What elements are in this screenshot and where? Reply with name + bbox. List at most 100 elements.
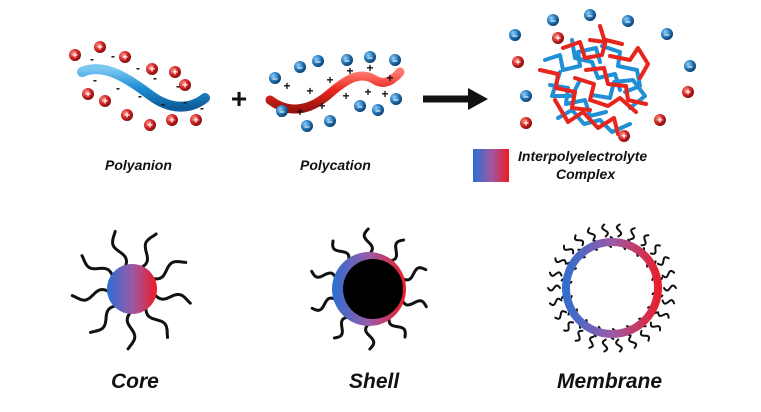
positive-ion-icon: + xyxy=(144,119,156,132)
positive-ion-icon: + xyxy=(520,117,532,130)
positive-ion-icon: + xyxy=(179,79,191,92)
shell-black-core xyxy=(343,259,403,319)
negative-ion-icon: – xyxy=(390,93,402,106)
membrane-ring xyxy=(562,238,662,338)
svg-text:-: - xyxy=(90,52,94,66)
svg-text:–: – xyxy=(550,16,556,27)
negative-ion-icon: – xyxy=(312,55,324,68)
negative-ion-icon: – xyxy=(622,15,634,28)
negative-ion-icon: – xyxy=(547,14,559,27)
svg-text:+: + xyxy=(318,99,325,113)
svg-text:–: – xyxy=(664,30,670,41)
svg-text:+: + xyxy=(122,53,128,64)
svg-text:+: + xyxy=(182,81,188,92)
positive-ion-icon: + xyxy=(552,32,564,45)
positive-ion-icon: + xyxy=(119,51,131,64)
negative-ion-icon: – xyxy=(661,28,673,41)
shell-label: Shell xyxy=(349,370,400,393)
svg-text:+: + xyxy=(306,84,313,98)
svg-text:–: – xyxy=(327,117,333,128)
membrane-label: Membrane xyxy=(557,370,663,393)
positive-ion-icon: + xyxy=(169,66,181,79)
svg-text:+: + xyxy=(102,97,108,108)
svg-text:+: + xyxy=(657,116,663,127)
negative-ion-icon: – xyxy=(520,90,532,103)
svg-text:–: – xyxy=(304,122,310,133)
polyanion-diagram: ----------- ++++++++++++ xyxy=(69,41,210,132)
svg-text:–: – xyxy=(523,92,529,103)
svg-text:-: - xyxy=(111,49,115,63)
svg-text:–: – xyxy=(375,106,381,117)
negative-ion-icon: – xyxy=(294,61,306,74)
svg-text:+: + xyxy=(172,68,178,79)
svg-text:+: + xyxy=(523,119,529,130)
right-arrow-icon xyxy=(423,88,488,110)
svg-text:+: + xyxy=(124,111,130,122)
polyanion-label: Polyanion xyxy=(105,157,172,173)
complex-label-line1: Interpolyelectrolyte xyxy=(518,148,648,164)
svg-text:+: + xyxy=(346,64,353,78)
polycation-diagram: ++++++++++++ –––––––––––– xyxy=(265,51,405,133)
core-sphere xyxy=(107,264,157,314)
svg-text:-: - xyxy=(176,79,180,93)
negative-ion-icon: – xyxy=(269,72,281,85)
svg-text:-: - xyxy=(136,61,140,75)
negative-ion-icon: – xyxy=(341,54,353,67)
svg-text:+: + xyxy=(621,132,627,143)
svg-text:-: - xyxy=(161,97,165,111)
svg-text:-: - xyxy=(138,89,142,103)
svg-text:+: + xyxy=(685,88,691,99)
svg-text:-: - xyxy=(200,101,204,115)
negative-ion-icon: – xyxy=(354,100,366,113)
svg-text:–: – xyxy=(344,56,350,67)
svg-text:+: + xyxy=(72,51,78,62)
svg-text:+: + xyxy=(364,85,371,99)
svg-text:-: - xyxy=(116,81,120,95)
core-label: Core xyxy=(111,370,159,393)
complex-label-line2: Complex xyxy=(556,166,616,182)
core-micelle xyxy=(70,229,192,351)
positive-ion-icon: + xyxy=(121,109,133,122)
svg-text:+: + xyxy=(326,73,333,87)
svg-text:–: – xyxy=(315,57,321,68)
svg-text:–: – xyxy=(587,11,593,22)
svg-text:+: + xyxy=(296,105,303,119)
negative-ion-icon: – xyxy=(364,51,376,64)
plus-icon: + xyxy=(231,83,247,114)
svg-text:+: + xyxy=(515,58,521,69)
positive-ion-icon: + xyxy=(682,86,694,99)
svg-text:+: + xyxy=(366,61,373,75)
svg-text:+: + xyxy=(283,79,290,93)
svg-text:–: – xyxy=(625,17,631,28)
svg-text:+: + xyxy=(149,65,155,76)
positive-ion-icon: + xyxy=(69,49,81,62)
positive-ion-icon: + xyxy=(94,41,106,54)
negative-ion-icon: – xyxy=(276,105,288,118)
svg-text:-: - xyxy=(183,95,187,109)
shell-micelle xyxy=(310,227,428,351)
svg-text:-: - xyxy=(153,71,157,85)
svg-text:+: + xyxy=(381,87,388,101)
svg-text:+: + xyxy=(193,116,199,127)
svg-text:–: – xyxy=(393,95,399,106)
positive-ion-icon: + xyxy=(512,56,524,69)
positive-ion-icon: + xyxy=(654,114,666,127)
negative-ion-icon: – xyxy=(389,54,401,67)
negative-ion-icon: – xyxy=(584,9,596,22)
negative-ion-icon: – xyxy=(684,60,696,73)
positive-ion-icon: + xyxy=(146,63,158,76)
polycation-chain xyxy=(265,67,405,114)
negative-ion-icon: – xyxy=(509,29,521,42)
positive-ion-icon: + xyxy=(618,130,630,143)
polyanion-chain xyxy=(77,64,210,112)
svg-text:+: + xyxy=(97,43,103,54)
negative-ion-icon: – xyxy=(324,115,336,128)
svg-text:+: + xyxy=(342,89,349,103)
svg-text:–: – xyxy=(357,102,363,113)
svg-text:–: – xyxy=(392,56,398,67)
negative-ion-icon: – xyxy=(301,120,313,133)
svg-text:–: – xyxy=(297,63,303,74)
svg-text:–: – xyxy=(367,53,373,64)
positive-ion-icon: + xyxy=(166,114,178,127)
